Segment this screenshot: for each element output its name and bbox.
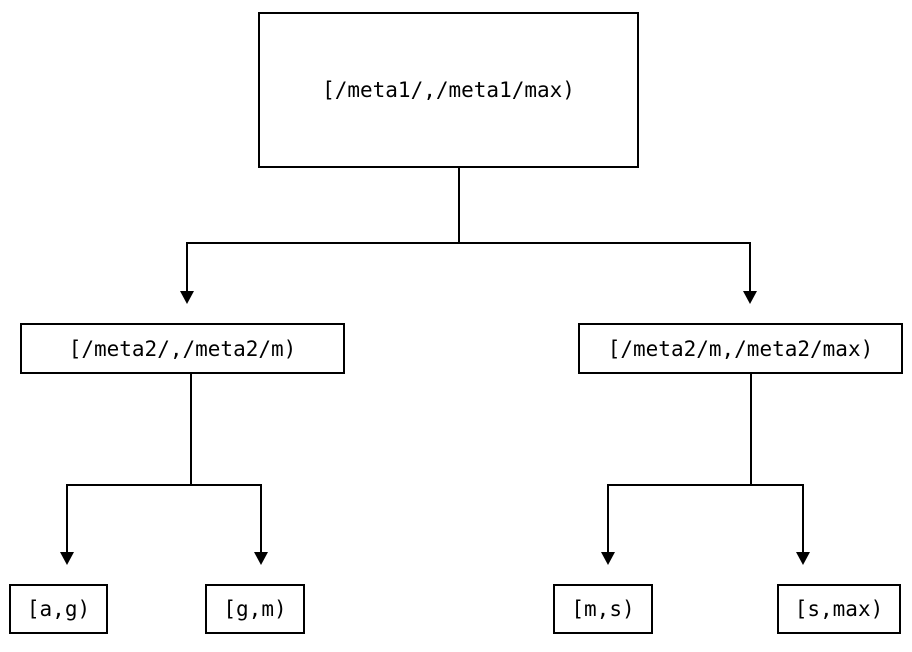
arrowhead-mid-right-to-leaf-3 — [601, 552, 615, 565]
edge-mid-left-to-leaf-2-drop — [260, 484, 262, 553]
node-mid-right[interactable]: [/meta2/m,/meta2/max) — [578, 323, 903, 374]
edge-root-to-mid-right-drop — [749, 242, 751, 292]
node-mid-left[interactable]: [/meta2/,/meta2/m) — [20, 323, 345, 374]
node-leaf-s-max[interactable]: [s,max) — [777, 584, 901, 634]
edge-mid-right-to-leaf-3-drop — [607, 484, 609, 553]
edge-mid-left-to-leaf-1-drop — [66, 484, 68, 553]
edge-mid-right-stem — [750, 374, 752, 485]
edge-root-crossbar — [186, 242, 751, 244]
arrowhead-mid-right-to-leaf-4 — [796, 552, 810, 565]
arrowhead-mid-left-to-leaf-1 — [60, 552, 74, 565]
arrowhead-mid-left-to-leaf-2 — [254, 552, 268, 565]
edge-mid-left-stem — [190, 374, 192, 485]
node-leaf-g-m[interactable]: [g,m) — [205, 584, 305, 634]
arrowhead-root-to-mid-right — [743, 291, 757, 304]
arrowhead-root-to-mid-left — [180, 291, 194, 304]
edge-mid-right-to-leaf-4-drop — [802, 484, 804, 553]
node-leaf-a-g[interactable]: [a,g) — [9, 584, 108, 634]
node-root[interactable]: [/meta1/,/meta1/max) — [258, 12, 639, 168]
edge-mid-left-crossbar — [66, 484, 262, 486]
edge-root-to-mid-left-drop — [186, 242, 188, 292]
node-leaf-m-s[interactable]: [m,s) — [553, 584, 653, 634]
edge-root-stem — [458, 168, 460, 243]
edge-mid-right-crossbar — [607, 484, 804, 486]
